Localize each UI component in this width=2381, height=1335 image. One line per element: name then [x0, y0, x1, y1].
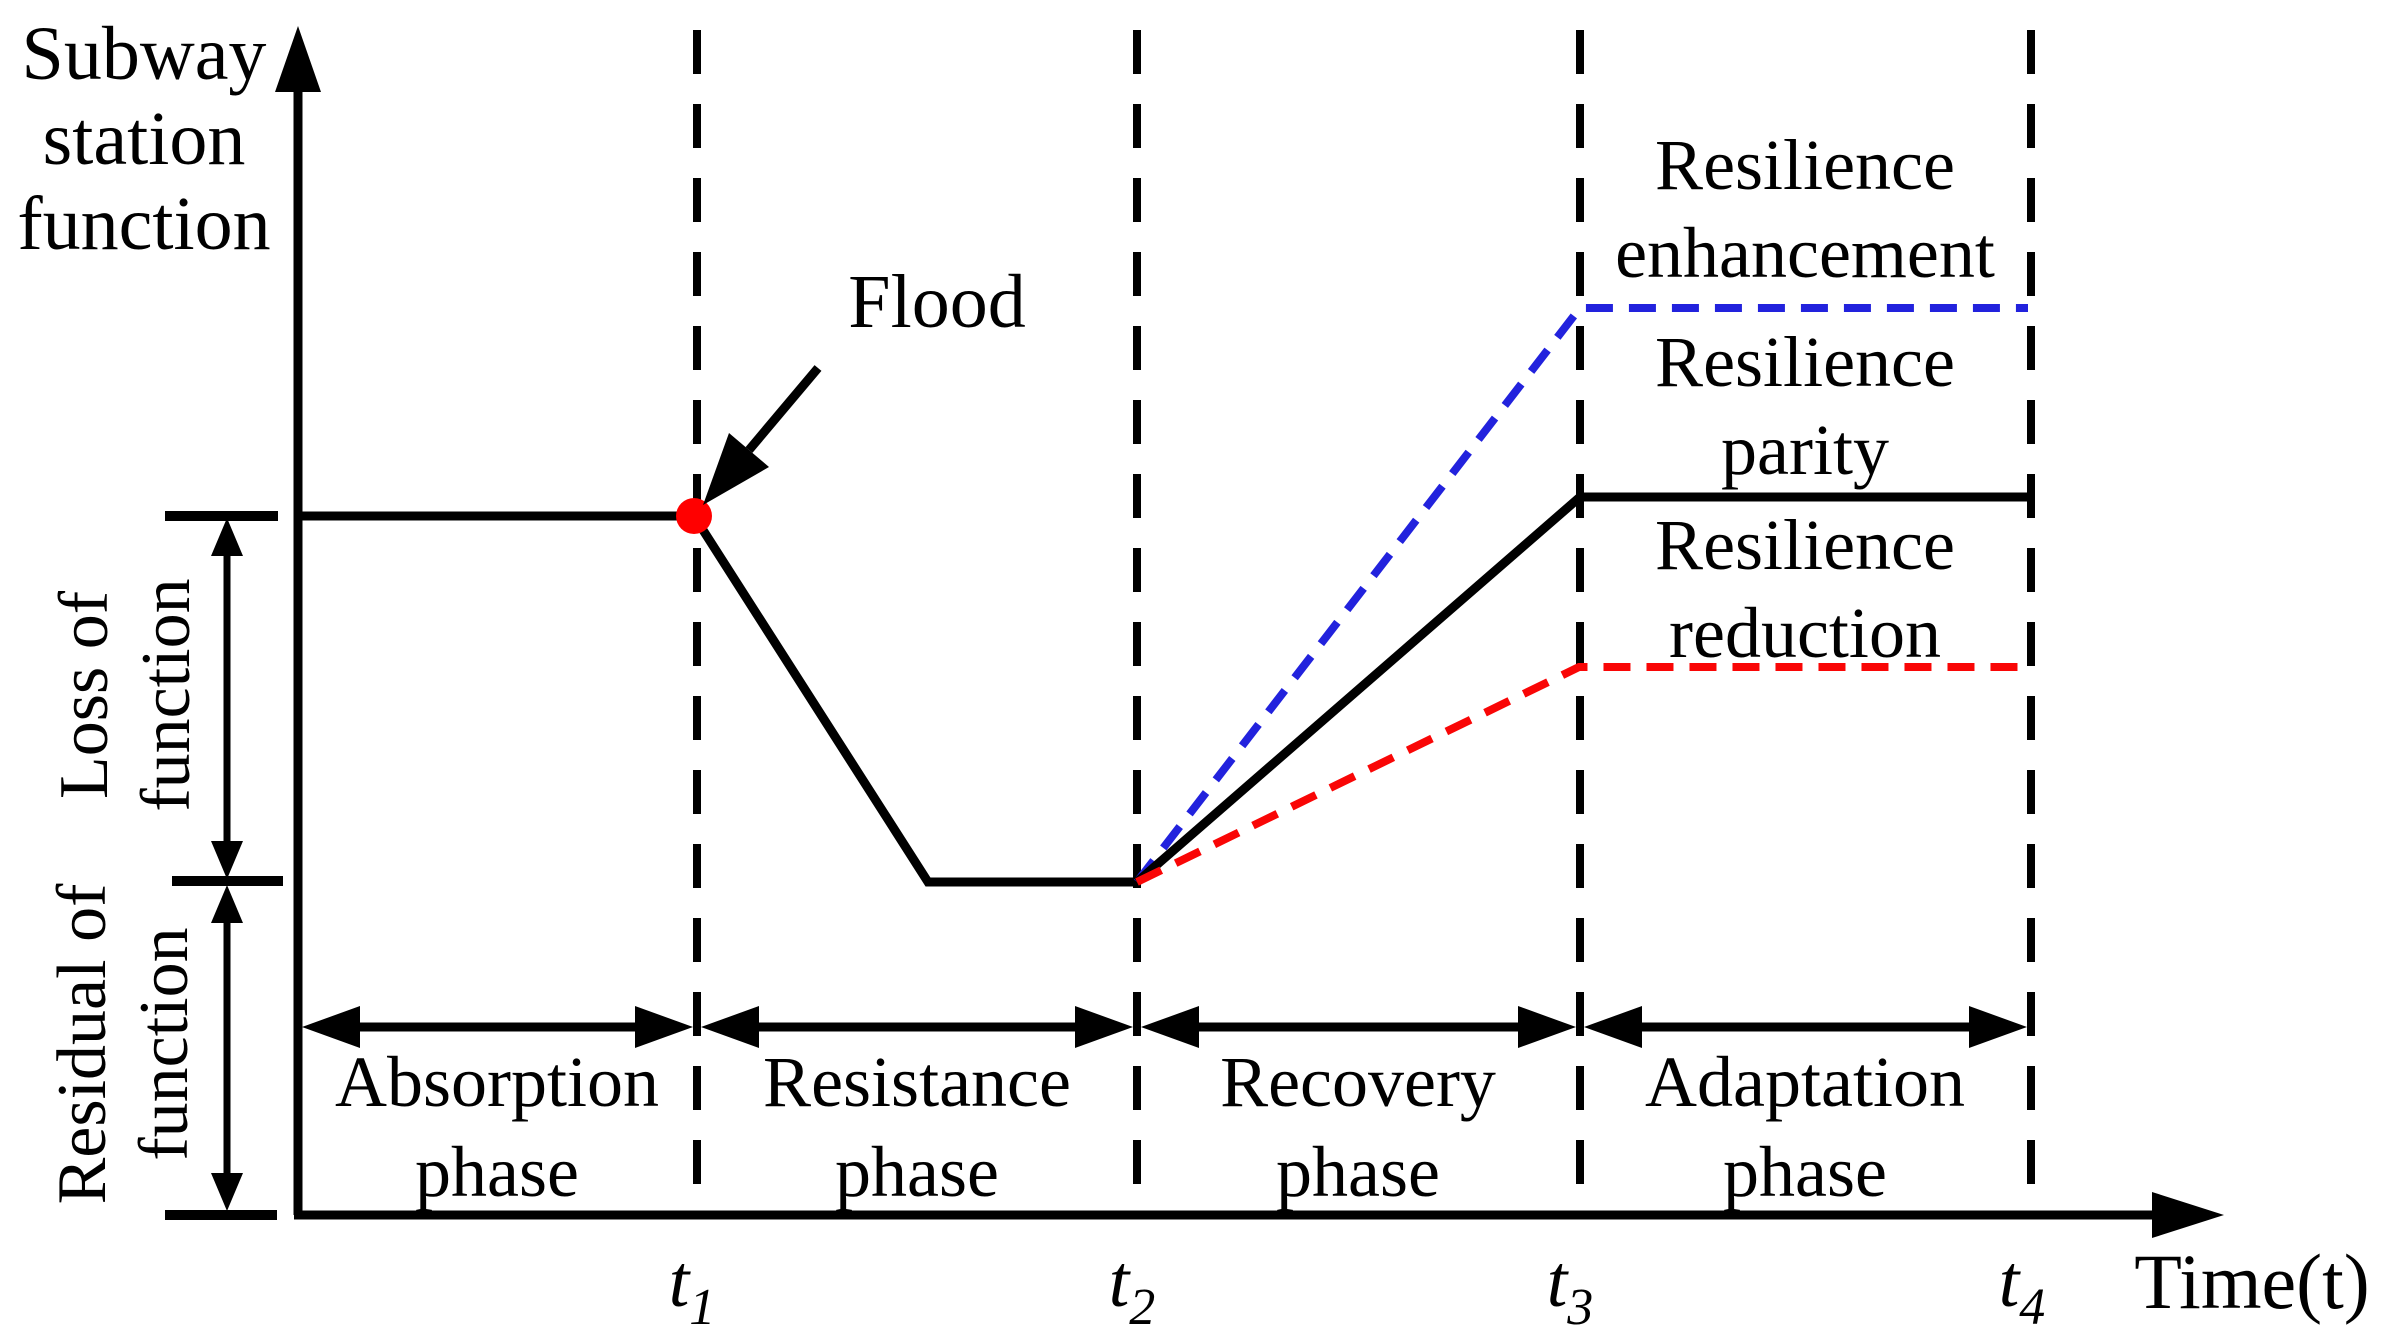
x-axis: [294, 1192, 2224, 1238]
residual-of-function-arrow: [211, 885, 243, 1211]
time-tick-t1: t1: [668, 1241, 716, 1334]
recovery-curve-parity: [1134, 492, 2033, 886]
recovery-curve-enhancement: [1133, 304, 2028, 885]
t4-sub: 4: [2019, 1279, 2046, 1335]
resistance-line2: phase: [835, 1132, 999, 1212]
reduction-line1: Resilience: [1655, 505, 1955, 585]
residual-of-function-label: Residual of function: [42, 884, 206, 1205]
t2-sub: 2: [1129, 1279, 1156, 1335]
t1-base: t: [668, 1241, 690, 1323]
recovery-phase-label: Recovery phase: [1220, 1037, 1496, 1217]
flood-event-dot: [676, 498, 712, 534]
flood-arrow: [703, 365, 822, 505]
time-tick-t4: t4: [1998, 1241, 2046, 1334]
recovery-phase-arrow: [1141, 1006, 1576, 1048]
reduction-line2: reduction: [1669, 593, 1941, 673]
absorption-phase-arrow: [302, 1006, 693, 1048]
residual-label-line2: function: [126, 927, 203, 1161]
y-axis-title: Subway station function: [8, 12, 280, 267]
resilience-enhancement-label: Resilience enhancement: [1615, 121, 1995, 297]
x-axis-label: Time(t): [2134, 1238, 2370, 1325]
recovery-line2: phase: [1276, 1132, 1440, 1212]
x-axis-arrowhead: [2152, 1192, 2224, 1238]
absorption-line1: Absorption: [335, 1042, 659, 1122]
resilience-parity-label: Resilience parity: [1655, 318, 1955, 494]
t3-sub: 3: [1567, 1279, 1594, 1335]
absorption-line2: phase: [415, 1132, 579, 1212]
adaptation-phase-label: Adaptation phase: [1645, 1037, 1965, 1217]
resistance-line1: Resistance: [763, 1042, 1071, 1122]
residual-label-line1: Residual of: [44, 883, 121, 1205]
enhancement-line2: enhancement: [1615, 213, 1995, 293]
loss-of-function-label: Loss of function: [44, 578, 208, 811]
t2-base: t: [1108, 1241, 1130, 1323]
time-tick-t3: t3: [1546, 1241, 1594, 1334]
adaptation-line1: Adaptation: [1645, 1042, 1965, 1122]
adaptation-line2: phase: [1723, 1132, 1887, 1212]
y-axis-title-line2: station: [42, 97, 246, 181]
resistance-phase-label: Resistance phase: [763, 1037, 1071, 1217]
adaptation-phase-arrow: [1584, 1006, 2027, 1048]
function-curve: [298, 511, 1137, 887]
loss-of-function-arrow: [211, 518, 243, 879]
loss-label-line2: function: [128, 578, 205, 812]
absorption-phase-label: Absorption phase: [335, 1037, 659, 1217]
resistance-phase-arrow: [701, 1006, 1133, 1048]
y-axis-arrowhead: [275, 26, 321, 92]
parity-line1: Resilience: [1655, 322, 1955, 402]
y-axis: [275, 26, 321, 1215]
enhancement-line1: Resilience: [1655, 125, 1955, 205]
loss-label-line1: Loss of: [46, 590, 123, 800]
y-axis-title-line3: function: [17, 182, 271, 266]
y-axis-title-line1: Subway: [21, 12, 267, 96]
flood-label: Flood: [848, 260, 1026, 344]
t3-base: t: [1546, 1241, 1568, 1323]
resilience-reduction-label: Resilience reduction: [1655, 501, 1955, 677]
parity-line2: parity: [1721, 410, 1889, 490]
time-tick-t2: t2: [1108, 1241, 1156, 1334]
recovery-line1: Recovery: [1220, 1042, 1496, 1122]
recovery-curve-reduction: [1135, 663, 2028, 886]
t4-base: t: [1998, 1241, 2020, 1323]
t1-sub: 1: [689, 1279, 716, 1335]
